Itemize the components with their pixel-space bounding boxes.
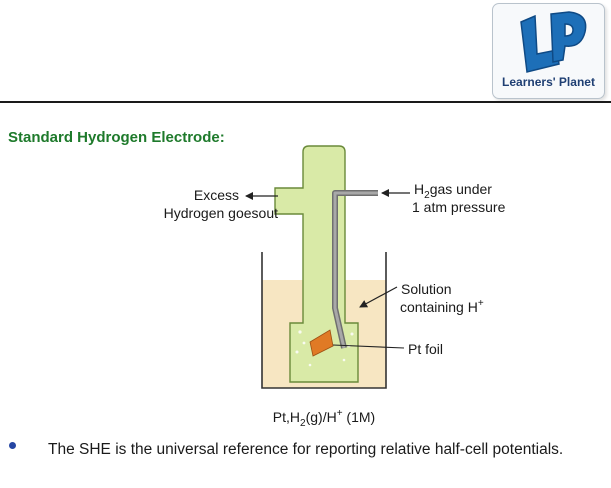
excess-label: Excess (194, 187, 239, 203)
section-title: Standard Hydrogen Electrode: (8, 129, 225, 146)
pt-foil-pointer (332, 344, 405, 349)
lp-monogram-icon (520, 11, 587, 73)
bullet-text: The SHE is the universal reference for r… (48, 441, 564, 458)
h2-label: H2gas under (414, 181, 492, 201)
bullet-icon (9, 442, 16, 449)
beaker (261, 252, 387, 389)
pt-foil-label: Pt foil (408, 341, 443, 357)
brand-logo: Learners' Planet (492, 3, 605, 99)
solution-label-2: containing H+ (400, 298, 484, 315)
excess-label-2: Hydrogen goesout (164, 205, 279, 221)
h2-label-2: 1 atm pressure (412, 199, 506, 215)
pt-foil (309, 329, 334, 357)
hydrogen-bubbles (295, 330, 354, 367)
solution-label: Solution (401, 281, 452, 297)
brand-name: Learners' Planet (502, 75, 595, 89)
cell-notation: Pt,H2(g)/H+ (1M) (273, 408, 375, 429)
header-divider (0, 101, 611, 103)
solution-arrow (359, 286, 398, 308)
